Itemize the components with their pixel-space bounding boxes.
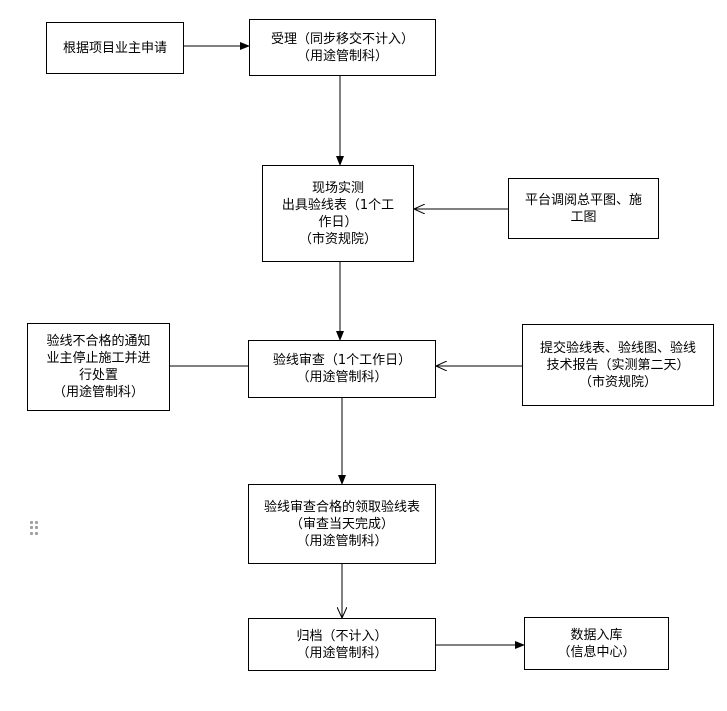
node-apply: 根据项目业主申请 [46, 22, 184, 74]
node-platform: 平台调阅总平图、施 工图 [508, 178, 659, 239]
node-pass-line-1: 验线审查合格的领取验线表 [263, 499, 420, 515]
node-submit-line-2: 技术报告（实测第二天） [546, 357, 690, 373]
node-fail-line-4: （用途管制科） [52, 385, 144, 400]
node-platform-line-1: 平台调阅总平图、施 [524, 192, 642, 208]
node-database: 数据入库 （信息中心） [524, 617, 669, 670]
node-fail-line-3: 行处置 [78, 368, 118, 383]
node-accept-line-2: （用途管制科） [296, 48, 388, 64]
node-survey-line-3: 作日） [318, 214, 358, 230]
node-database-line-1: 数据入库 [570, 627, 623, 643]
node-fail: 验线不合格的通知 业主停止施工并进 行处置 （用途管制科） [27, 323, 170, 411]
node-survey-line-4: （市资规院） [298, 231, 377, 247]
node-fail-line-1: 验线不合格的通知 [46, 334, 151, 349]
node-archive-line-1: 归档（不计入） [296, 628, 388, 644]
node-survey-line-1: 现场实测 [311, 180, 364, 196]
node-fail-line-2: 业主停止施工并进 [46, 351, 151, 366]
node-survey: 现场实测 出具验线表（1个工 作日） （市资规院） [262, 165, 414, 262]
node-submit-line-1: 提交验线表、验线图、验线 [539, 340, 696, 356]
node-accept: 受理（同步移交不计入） （用途管制科） [249, 19, 436, 76]
node-review-line-1: 验线审查（1个工作日） [272, 353, 412, 368]
node-survey-line-2: 出具验线表（1个工 [281, 197, 395, 213]
node-pass-line-3: （用途管制科） [296, 533, 388, 549]
node-archive: 归档（不计入） （用途管制科） [248, 618, 436, 671]
node-submit-line-3: （市资规院） [578, 374, 657, 390]
node-submit: 提交验线表、验线图、验线 技术报告（实测第二天） （市资规院） [522, 324, 714, 406]
node-review: 验线审查（1个工作日） （用途管制科） [248, 340, 436, 398]
node-archive-line-2: （用途管制科） [296, 645, 388, 661]
node-accept-line-1: 受理（同步移交不计入） [270, 31, 414, 47]
node-pass-line-2: （审查当天完成） [289, 516, 394, 532]
node-pass: 验线审查合格的领取验线表 （审查当天完成） （用途管制科） [248, 484, 436, 564]
node-platform-line-2: 工图 [570, 209, 597, 225]
node-apply-line-1: 根据项目业主申请 [62, 40, 167, 56]
node-review-line-2: （用途管制科） [296, 370, 388, 385]
drag-handle-icon[interactable] [30, 521, 38, 535]
node-database-line-2: （信息中心） [557, 644, 636, 660]
